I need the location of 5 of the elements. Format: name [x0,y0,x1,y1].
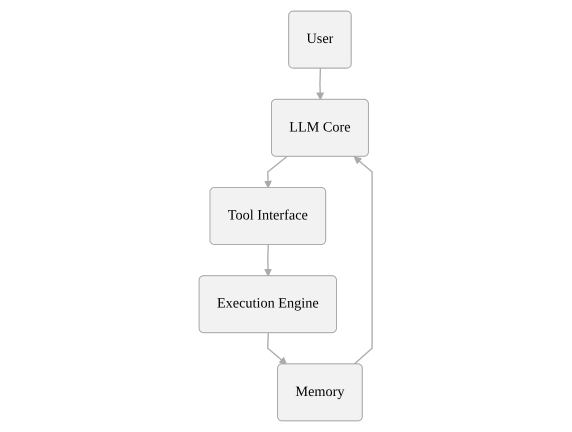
arrow [268,333,288,365]
arrow [354,156,374,365]
arrow [264,156,288,188]
arrow [316,68,324,100]
arrow [264,244,272,276]
